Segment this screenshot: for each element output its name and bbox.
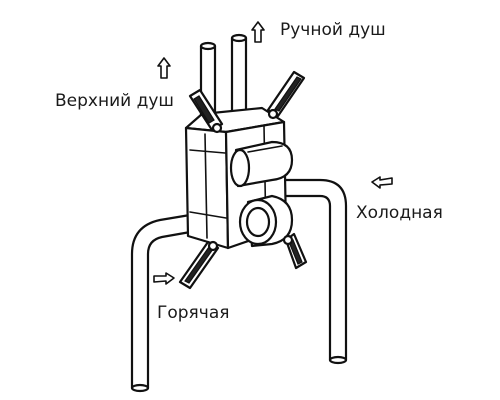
bracket-bottom-right [282, 232, 308, 270]
cold-water-pipe [270, 178, 348, 365]
diverter-cartridge [229, 140, 294, 188]
label-cold: Холодная [356, 203, 443, 223]
hand-shower-arrow [251, 21, 265, 43]
label-hand-shower: Ручной душ [280, 20, 386, 40]
label-overhead-shower: Верхний душ [55, 91, 174, 111]
overhead-shower-arrow [157, 57, 171, 79]
bracket-top-right [266, 70, 306, 120]
label-hot: Горячая [157, 303, 229, 323]
bracket-top-left [188, 88, 224, 134]
thermostat-cartridge [238, 194, 294, 248]
hot-arrow [153, 272, 175, 285]
cold-arrow [371, 176, 393, 189]
bracket-bottom-left [178, 240, 220, 290]
